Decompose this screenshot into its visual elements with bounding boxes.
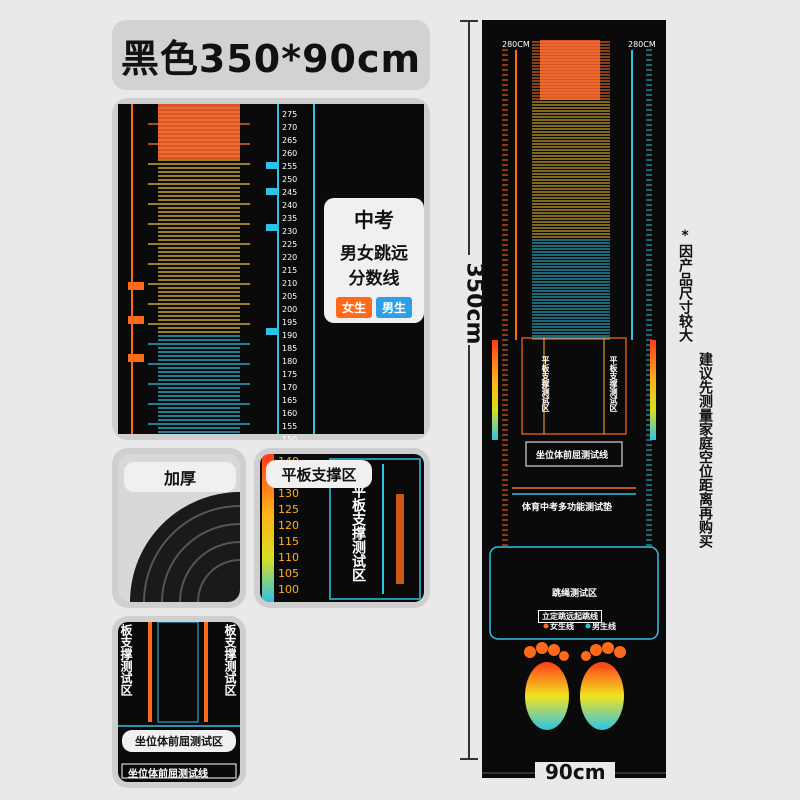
scale-tick-label: 110 xyxy=(278,551,299,564)
jump-rope-zone: 跳绳测试区 xyxy=(552,589,598,599)
full-mat-graphic xyxy=(489,40,659,730)
zhongkao-heading: 中考 xyxy=(354,208,394,232)
sitreach-callout: 坐位体前屈测试区 xyxy=(122,730,236,752)
mat-scale-label-right: 280CM xyxy=(628,40,656,49)
scale-tick-label: 225 xyxy=(282,240,298,249)
sitreach-image: 板支撑测试区 板支撑测试区 坐位体前屈测试区 坐位体前屈测试线 xyxy=(118,622,240,782)
scale-tick-label: 220 xyxy=(282,253,298,262)
plank-panel: 140135130125120115110105100 平板支撑测试区 平板支撑… xyxy=(254,448,430,608)
scale-tick-label: 265 xyxy=(282,136,298,145)
scale-tick-label: 210 xyxy=(282,279,298,288)
scale-tick-label: 250 xyxy=(282,175,298,184)
mat-sitreach-line: 坐位体前屈测试线 xyxy=(536,451,609,461)
scale-tick-label: 100 xyxy=(278,583,299,596)
plank-graphic xyxy=(262,454,421,602)
mat-plank-label-right: 平板支撑测试区 xyxy=(609,356,618,412)
long-jump-line: 立定跳远起跳线 xyxy=(538,610,602,623)
scale-tick-label: 115 xyxy=(278,535,299,548)
scale-tick-label: 165 xyxy=(282,396,298,405)
full-mat: 280CM 280CM 平板支撑测试区 平板支撑测试区 坐位体前屈测试线 体育中… xyxy=(482,20,666,778)
scale-tick-label: 205 xyxy=(282,292,298,301)
zhongkao-subtitle-1: 男女跳远 xyxy=(340,244,408,264)
ruler-detail-panel: 275 270 265 260 255 250 245 240 235 230 225 220 215 2… xyxy=(112,98,430,440)
sitreach-panel: 板支撑测试区 板支撑测试区 坐位体前屈测试区 坐位体前屈测试线 xyxy=(112,616,246,788)
height-dimension-tick-bottom xyxy=(460,758,478,760)
mat-name: 体育中考多功能测试垫 xyxy=(522,503,613,513)
scale-tick-label: 240 xyxy=(282,201,298,210)
legend-female: 女生线 xyxy=(550,622,574,631)
plank-vertical-label: 平板支撑测试区 xyxy=(350,484,366,582)
thickness-label: 加厚 xyxy=(163,469,196,488)
scale-tick-label: 195 xyxy=(282,318,298,327)
scale-tick-label: 130 xyxy=(278,487,299,500)
plank-callout-label: 平板支撑区 xyxy=(281,465,357,484)
scale-tick-label: 275 xyxy=(282,110,298,119)
scale-tick-label: 245 xyxy=(282,188,298,197)
product-title: 黑色350*90cm xyxy=(120,36,422,81)
height-dimension-label: 350cm xyxy=(461,262,487,345)
scale-tick-label: 260 xyxy=(282,149,298,158)
thickness-callout: 加厚 xyxy=(124,462,236,492)
mat-scale-label-left: 280CM xyxy=(502,40,530,49)
scale-tick-label: 125 xyxy=(278,503,299,516)
width-dimension-label: 90cm xyxy=(545,760,606,784)
plank-callout: 平板支撑区 xyxy=(266,460,372,488)
ruler-detail-scale: 275 270 265 260 255 250 245 240 235 230 225 220 215 2… xyxy=(282,108,304,440)
female-tag: 女生 xyxy=(335,297,372,318)
mat-plank-label: 平板支撑测试区 xyxy=(541,356,550,412)
height-dimension-label-bg xyxy=(456,255,482,345)
legend-male: 男生线 xyxy=(592,622,616,631)
scale-tick-label: 105 xyxy=(278,567,299,580)
scale-tick-label: 235 xyxy=(282,214,298,223)
scale-tick-label: 215 xyxy=(282,266,298,275)
zhongkao-subtitle-2: 分数线 xyxy=(348,269,400,289)
thickness-image: 加厚 xyxy=(118,454,240,602)
scale-tick-label: 270 xyxy=(282,123,298,132)
scale-tick-label: 120 xyxy=(278,519,299,532)
sitreach-callout-label: 坐位体前屈测试区 xyxy=(135,735,223,748)
height-dimension-line xyxy=(468,20,470,760)
size-note-2: 建议先测量家庭空位距离再购买 xyxy=(697,352,713,548)
scale-tick-label: 170 xyxy=(282,383,298,392)
scale-tick-label: 200 xyxy=(282,305,298,314)
sitreach-line-label: 坐位体前屈测试线 xyxy=(128,769,208,780)
size-note-1: *因产品尺寸较大 xyxy=(677,228,693,342)
scale-tick-label: 175 xyxy=(282,370,298,379)
sitreach-vertical-label-left: 板支撑测试区 xyxy=(119,624,133,696)
scale-tick-label: 255 xyxy=(282,162,298,171)
width-dimension-label-bg xyxy=(535,762,615,786)
title-badge: 黑色350*90cm xyxy=(112,20,430,90)
zhongkao-callout: 中考 男女跳远 分数线 女生 男生 xyxy=(324,198,424,323)
male-tag: 男生 xyxy=(376,297,413,318)
scale-tick-label: 150 xyxy=(282,435,298,440)
scale-tick-label: 190 xyxy=(282,331,298,340)
scale-tick-label: 155 xyxy=(282,422,298,431)
scale-tick-label: 230 xyxy=(282,227,298,236)
mat-thickness-graphic xyxy=(130,492,240,602)
sitreach-vertical-label-right: 板支撑测试区 xyxy=(223,624,237,696)
height-dimension-tick-top xyxy=(460,20,478,22)
plank-image: 140135130125120115110105100 平板支撑测试区 平板支撑… xyxy=(260,454,424,602)
scale-tick-label: 160 xyxy=(282,409,298,418)
sitreach-graphic xyxy=(118,622,240,779)
scale-tick-label: 185 xyxy=(282,344,298,353)
thickness-panel: 加厚 xyxy=(112,448,246,608)
scale-tick-label: 180 xyxy=(282,357,298,366)
